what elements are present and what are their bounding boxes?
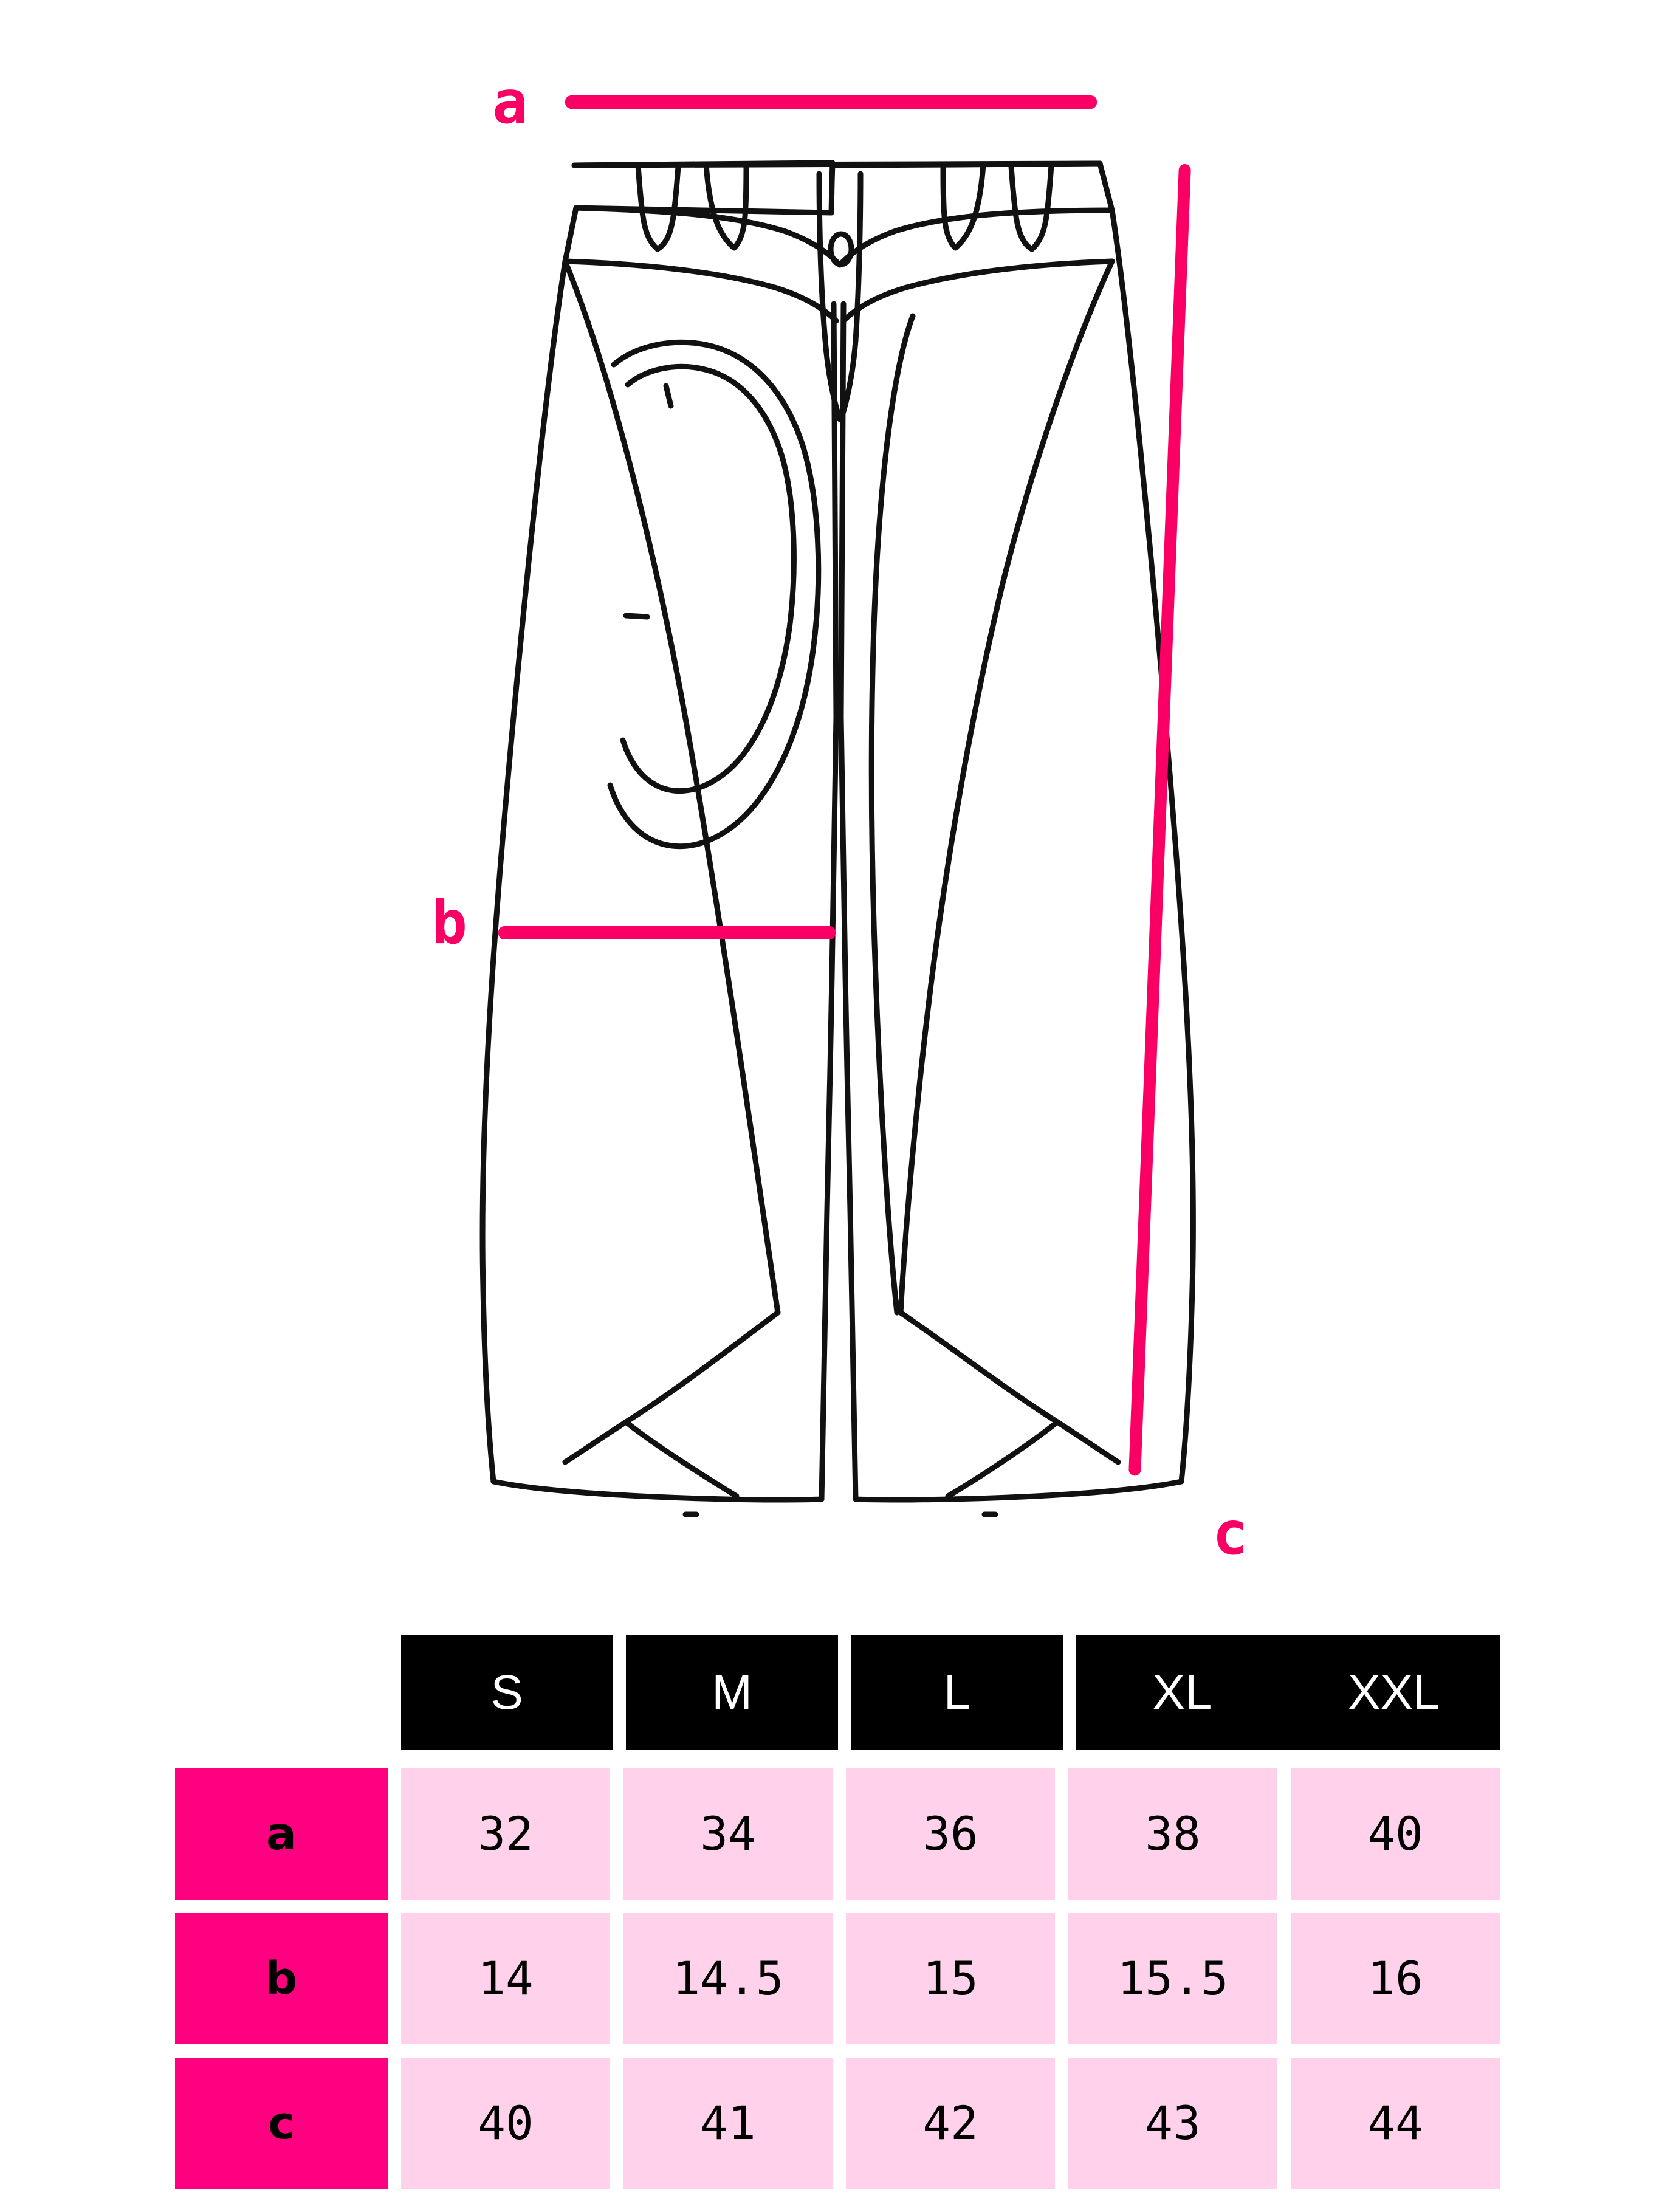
table-corner-cell: [175, 1635, 388, 1750]
measurement-label-c: c: [1212, 1499, 1249, 1568]
size-header-s: S: [401, 1635, 613, 1750]
measurement-label-a: a: [492, 68, 529, 137]
table-row: b 14 14.5 15 15.5 16: [175, 1913, 1500, 2044]
size-table: S M L XL XXL a 32 34 36 38 40 b 14 14.5 …: [175, 1635, 1500, 2189]
cell-a-m: 34: [623, 1768, 833, 1900]
pants-technical-drawing: [479, 160, 1196, 1517]
row-label-c: c: [175, 2058, 388, 2189]
cell-a-xl: 38: [1068, 1768, 1277, 1900]
size-header-l: L: [851, 1635, 1063, 1750]
cell-c-xxl: 44: [1291, 2058, 1500, 2189]
cell-c-m: 41: [623, 2058, 833, 2189]
measurement-line-b: [498, 926, 836, 939]
cell-a-s: 32: [401, 1768, 610, 1900]
cell-c-l: 42: [846, 2058, 1055, 2189]
cell-b-s: 14: [401, 1913, 610, 2044]
cell-a-xxl: 40: [1291, 1768, 1500, 1900]
cell-b-xxl: 16: [1291, 1913, 1500, 2044]
cell-c-xl: 43: [1068, 2058, 1277, 2189]
size-header-xl: XL: [1076, 1635, 1288, 1750]
cell-c-s: 40: [401, 2058, 610, 2189]
size-header-xxl: XXL: [1288, 1635, 1500, 1750]
cell-b-xl: 15.5: [1068, 1913, 1277, 2044]
row-label-b: b: [175, 1913, 388, 2044]
row-label-a: a: [175, 1768, 388, 1900]
table-header-row: S M L XL XXL: [175, 1635, 1500, 1750]
cell-b-l: 15: [846, 1913, 1055, 2044]
size-header-m: M: [626, 1635, 838, 1750]
measurement-line-a: [565, 95, 1097, 109]
cell-a-l: 36: [846, 1768, 1055, 1900]
table-row: c 40 41 42 43 44: [175, 2058, 1500, 2189]
table-row: a 32 34 36 38 40: [175, 1768, 1500, 1900]
measurement-label-b: b: [431, 888, 468, 958]
cell-b-m: 14.5: [623, 1913, 833, 2044]
garment-diagram: a b c: [431, 68, 1249, 1568]
